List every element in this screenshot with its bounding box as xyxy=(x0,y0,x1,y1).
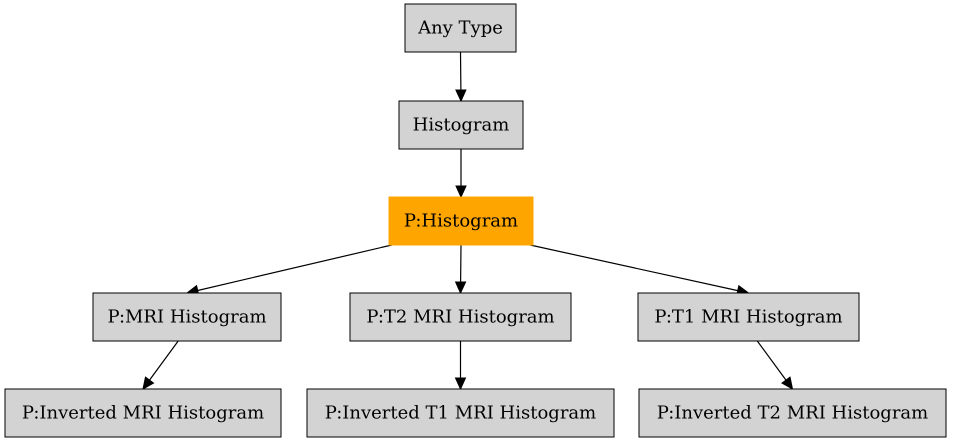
arrowhead xyxy=(142,376,155,390)
node-p-inverted-t2-mri-histogram[interactable]: P:Inverted T2 MRI Histogram xyxy=(638,388,947,438)
edge-line xyxy=(197,244,393,292)
node-label-any-type: Any Type xyxy=(417,18,503,39)
node-label-p-inverted-t1-mri-histogram: P:Inverted T1 MRI Histogram xyxy=(325,403,596,424)
node-box xyxy=(349,292,572,342)
arrowhead xyxy=(781,376,794,390)
node-box xyxy=(92,292,282,342)
node-p-inverted-t1-mri-histogram[interactable]: P:Inverted T1 MRI Histogram xyxy=(306,388,615,438)
edge-line xyxy=(529,244,738,292)
arrowhead xyxy=(455,89,467,103)
node-p-mri-histogram[interactable]: P:MRI Histogram xyxy=(92,292,282,342)
node-p-inverted-mri-histogram[interactable]: P:Inverted MRI Histogram xyxy=(4,388,282,438)
edge-line xyxy=(149,340,179,381)
node-box xyxy=(404,3,517,53)
node-label-p-histogram: P:Histogram xyxy=(404,211,518,232)
node-label-p-inverted-t2-mri-histogram: P:Inverted T2 MRI Histogram xyxy=(657,403,928,424)
arrowhead xyxy=(454,377,467,391)
node-label-p-mri-histogram: P:MRI Histogram xyxy=(107,307,266,328)
node-box xyxy=(4,388,282,438)
node-label-histogram: Histogram xyxy=(413,115,510,136)
node-p-t1-mri-histogram[interactable]: P:T1 MRI Histogram xyxy=(637,292,860,342)
node-box xyxy=(637,292,860,342)
edges-layer xyxy=(142,51,794,391)
node-label-p-t2-mri-histogram: P:T2 MRI Histogram xyxy=(366,307,554,328)
arrowhead xyxy=(455,185,467,199)
node-box xyxy=(306,388,615,438)
node-p-t2-mri-histogram[interactable]: P:T2 MRI Histogram xyxy=(349,292,572,342)
edge-line xyxy=(756,340,787,381)
node-histogram[interactable]: Histogram xyxy=(398,100,524,150)
node-box xyxy=(638,388,947,438)
arrowhead xyxy=(454,281,467,295)
node-box xyxy=(398,100,524,150)
node-p-histogram[interactable]: P:Histogram xyxy=(388,196,534,246)
node-label-p-inverted-mri-histogram: P:Inverted MRI Histogram xyxy=(22,403,264,424)
node-box xyxy=(388,196,534,246)
node-label-p-t1-mri-histogram: P:T1 MRI Histogram xyxy=(654,307,842,328)
node-any-type[interactable]: Any Type xyxy=(404,3,517,53)
